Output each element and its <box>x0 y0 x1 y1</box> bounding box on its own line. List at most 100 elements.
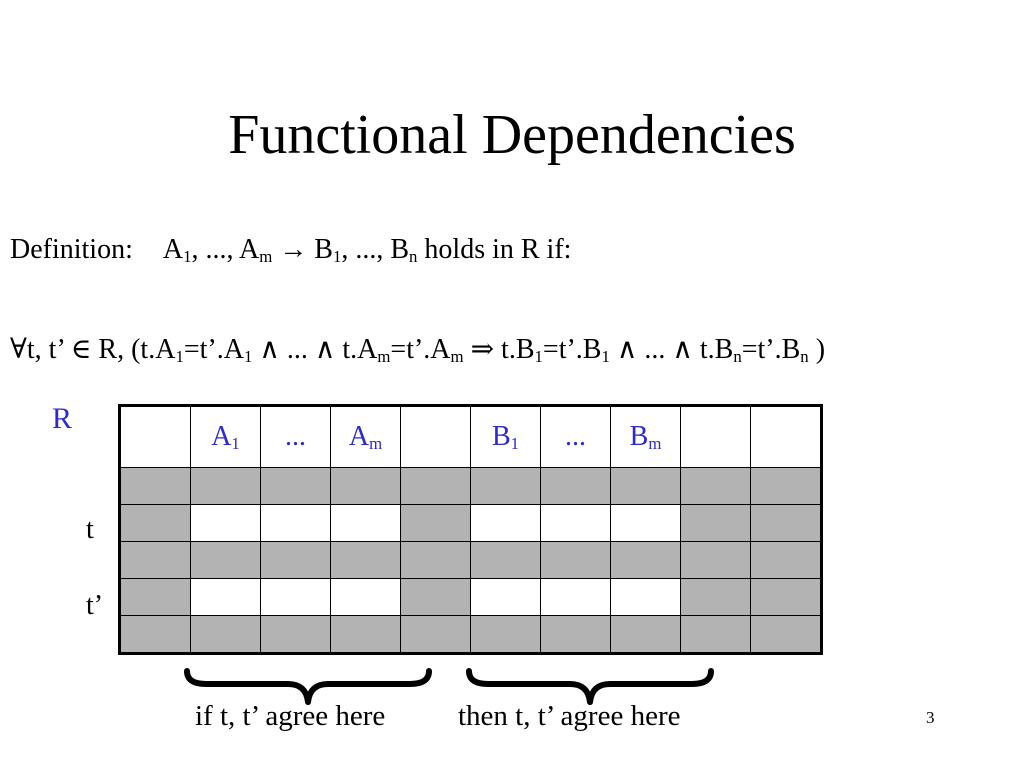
definition-label: Definition: <box>10 234 133 265</box>
table-cell-highlight <box>540 504 611 542</box>
header-cell <box>119 405 191 468</box>
page-number: 3 <box>926 708 935 727</box>
header-sub: m <box>648 434 662 454</box>
def-b1: B <box>314 234 333 265</box>
table-cell <box>750 467 822 505</box>
table-cell-highlight <box>540 578 611 616</box>
table-cell-highlight <box>330 504 401 542</box>
table-cell <box>470 541 541 579</box>
table-cell <box>119 504 191 542</box>
def-am-sub: m <box>259 247 273 267</box>
left-brace-icon <box>184 668 432 705</box>
row-label-t-prime: t’ <box>86 590 104 621</box>
table-row-t <box>119 504 822 542</box>
header-cell-am: Am <box>330 405 401 468</box>
table-cell-highlight <box>260 578 331 616</box>
header-text: A <box>211 421 232 452</box>
formula-part: =t’.A <box>183 334 244 365</box>
slide-title: Functional Dependencies <box>228 104 796 166</box>
header-cell <box>750 405 822 468</box>
fd-formula: ∀t, t’ ∈ R, (t.A1=t’.A1 ∧ ... ∧ t.Am=t’.… <box>10 330 825 370</box>
table-cell <box>680 467 751 505</box>
table-cell <box>330 541 401 579</box>
table-cell <box>119 541 191 579</box>
implies-arrow-icon: → <box>279 234 308 265</box>
table-cell-highlight <box>470 578 541 616</box>
header-text: A <box>348 421 370 452</box>
formula-sub: m <box>450 347 464 367</box>
table-cell <box>119 615 191 654</box>
header-cell <box>400 405 471 468</box>
table-cell <box>330 467 401 505</box>
formula-part: =t’.A <box>390 334 451 365</box>
table-cell <box>540 541 611 579</box>
table-cell <box>260 541 331 579</box>
table-cell-highlight <box>470 504 541 542</box>
row-label-t: t <box>86 514 94 545</box>
formula-sub: n <box>733 347 742 367</box>
table-cell-highlight <box>190 578 261 616</box>
table-cell-highlight <box>610 578 681 616</box>
table-cell-highlight <box>330 578 401 616</box>
table-row <box>119 541 822 579</box>
table-cell <box>119 467 191 505</box>
table-cell <box>400 467 471 505</box>
right-brace-icon <box>466 668 714 705</box>
table-cell <box>750 578 822 616</box>
def-b1-sub: 1 <box>332 247 342 267</box>
formula-sub: 1 <box>243 347 253 367</box>
table-cell <box>400 541 471 579</box>
formula-part: ∧ ... ∧ t.A <box>252 334 378 365</box>
table-cell <box>680 541 751 579</box>
table-row <box>119 615 822 654</box>
caption-left: if t, t’ agree here <box>195 700 386 732</box>
table-cell <box>750 504 822 542</box>
table-header-row: A1 ... Am B1 ... Bm <box>119 405 822 468</box>
def-a-mid: , ..., <box>191 234 239 265</box>
table-cell <box>750 541 822 579</box>
header-sub: 1 <box>231 434 240 454</box>
formula-sub: n <box>800 347 809 367</box>
table-cell-highlight <box>610 504 681 542</box>
table-cell-highlight <box>260 504 331 542</box>
table-cell-highlight <box>190 504 261 542</box>
table-cell <box>680 504 751 542</box>
table-cell <box>400 615 471 654</box>
table-cell <box>400 578 471 616</box>
header-text: B <box>629 421 649 452</box>
table-cell <box>470 467 541 505</box>
table-cell <box>330 615 401 654</box>
header-cell <box>680 405 751 468</box>
table-cell <box>260 467 331 505</box>
formula-part: ∧ ... ∧ t.B <box>609 334 734 365</box>
def-a1: A <box>162 234 184 265</box>
def-b-mid: , ..., <box>341 234 391 265</box>
formula-part: =t’.B <box>741 334 801 365</box>
table-row-t-prime <box>119 578 822 616</box>
header-cell-b1: B1 <box>470 405 541 468</box>
formula-sub: m <box>377 347 391 367</box>
table-cell <box>190 467 261 505</box>
table-cell <box>610 467 681 505</box>
def-bn: B <box>390 234 410 265</box>
table-cell <box>750 615 822 654</box>
table-cell <box>610 615 681 654</box>
relation-label: R <box>52 402 73 435</box>
table-cell <box>680 578 751 616</box>
def-a1-sub: 1 <box>183 247 192 267</box>
formula-sub: 1 <box>175 347 184 367</box>
table-cell <box>470 615 541 654</box>
formula-part: ∀t, t’ ∈ R, (t.A <box>10 334 176 365</box>
header-cell-a-dots: ... <box>260 405 331 468</box>
table-cell <box>680 615 751 654</box>
header-cell-a1: A1 <box>190 405 261 468</box>
relation-table: A1 ... Am B1 ... Bm <box>118 404 823 655</box>
caption-right: then t, t’ agree here <box>458 700 681 732</box>
formula-sub: 1 <box>534 347 543 367</box>
formula-sub: 1 <box>601 347 610 367</box>
formula-part: ) <box>808 334 826 365</box>
header-text: B <box>491 421 511 452</box>
table-cell <box>400 504 471 542</box>
definition-line: Definition:A1, ..., Am → B1, ..., Bn hol… <box>10 230 571 270</box>
def-bn-sub: n <box>409 247 418 267</box>
